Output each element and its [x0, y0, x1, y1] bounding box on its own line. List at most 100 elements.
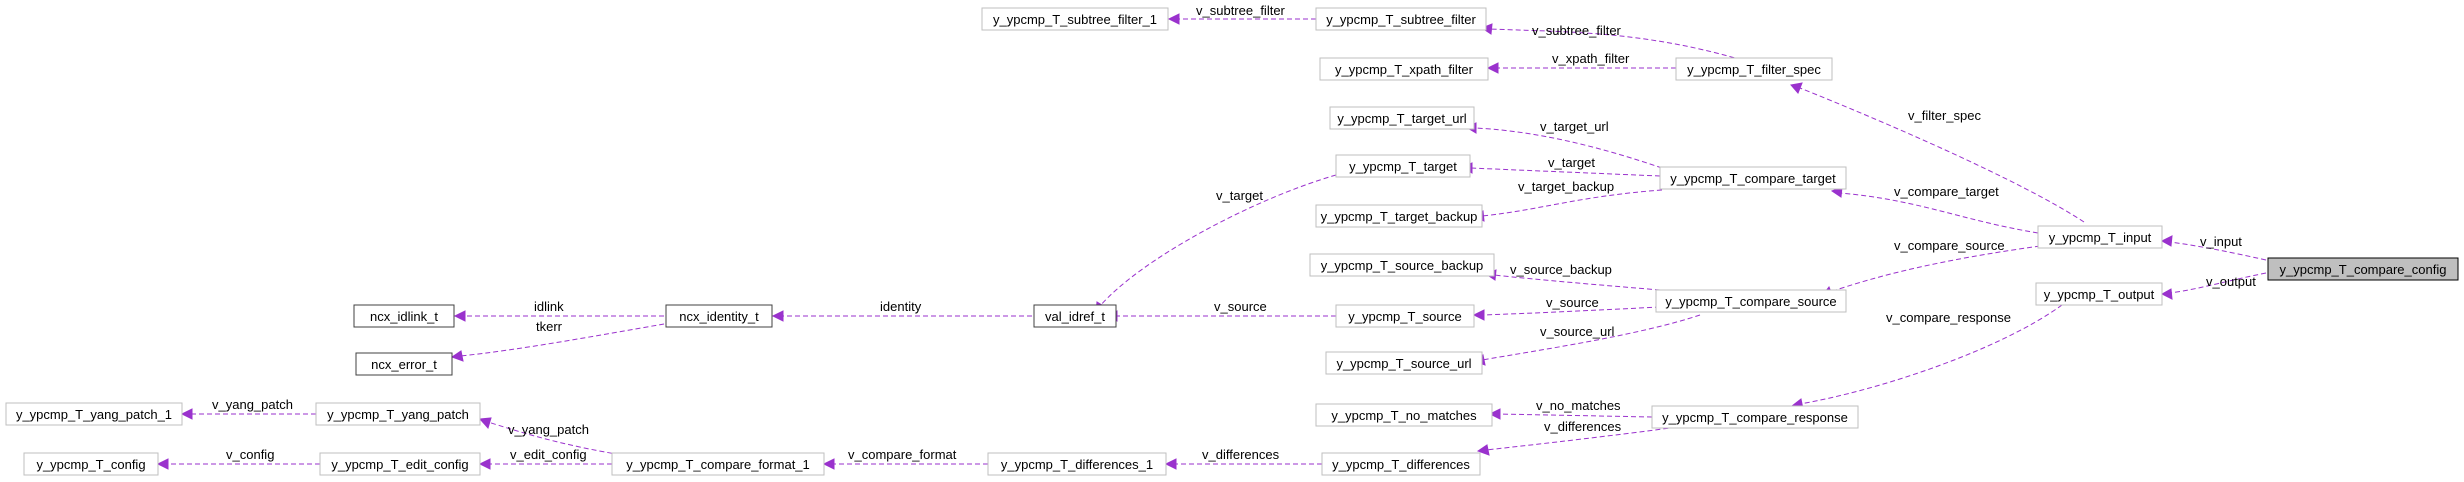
- node-config[interactable]: y_ypcmp_T_config: [23, 452, 159, 476]
- edge-v-yang-patch-format: v_yang_patch: [478, 417, 629, 457]
- edge-idlink: idlink: [453, 299, 664, 322]
- svg-text:v_subtree_filter: v_subtree_filter: [1532, 23, 1622, 38]
- svg-text:y_ypcmp_T_compare_config: y_ypcmp_T_compare_config: [2280, 262, 2447, 277]
- edge-v-compare-target: v_compare_target: [1830, 184, 2039, 234]
- svg-text:tkerr: tkerr: [536, 319, 563, 334]
- node-compare-source[interactable]: y_ypcmp_T_compare_source: [1655, 289, 1847, 313]
- svg-text:v_target_backup: v_target_backup: [1518, 179, 1614, 194]
- svg-text:v_yang_patch: v_yang_patch: [212, 397, 293, 412]
- svg-text:y_ypcmp_T_xpath_filter: y_ypcmp_T_xpath_filter: [1335, 62, 1474, 77]
- svg-text:y_ypcmp_T_source: y_ypcmp_T_source: [1348, 309, 1461, 324]
- node-xpath-filter[interactable]: y_ypcmp_T_xpath_filter: [1319, 57, 1489, 81]
- svg-text:y_ypcmp_T_differences: y_ypcmp_T_differences: [1332, 457, 1470, 472]
- node-edit-config[interactable]: y_ypcmp_T_edit_config: [319, 452, 481, 476]
- node-source-url[interactable]: y_ypcmp_T_source_url: [1325, 351, 1483, 375]
- svg-text:v_target: v_target: [1216, 188, 1263, 203]
- svg-text:v_yang_patch: v_yang_patch: [508, 422, 589, 437]
- edge-v-compare-format: v_compare_format: [822, 447, 988, 470]
- svg-text:y_ypcmp_T_output: y_ypcmp_T_output: [2044, 287, 2155, 302]
- edge-v-yang-patch-1: v_yang_patch: [180, 397, 316, 420]
- node-target[interactable]: y_ypcmp_T_target: [1335, 154, 1471, 178]
- svg-text:v_compare_response: v_compare_response: [1886, 310, 2011, 325]
- node-compare-response[interactable]: y_ypcmp_T_compare_response: [1651, 405, 1859, 429]
- node-yang-patch[interactable]: y_ypcmp_T_yang_patch: [315, 402, 481, 426]
- edge-v-source-backup: v_source_backup: [1484, 262, 1661, 291]
- edge-v-target-backup: v_target_backup: [1472, 179, 1663, 222]
- edge-v-source-val-idref: v_source: [1105, 299, 1336, 322]
- svg-text:v_output: v_output: [2206, 274, 2256, 289]
- node-filter-spec[interactable]: y_ypcmp_T_filter_spec: [1675, 57, 1833, 81]
- edge-v-differences: v_differences: [1164, 447, 1322, 470]
- svg-text:v_input: v_input: [2200, 234, 2242, 249]
- svg-text:v_differences: v_differences: [1544, 419, 1622, 434]
- node-yang-patch-1[interactable]: y_ypcmp_T_yang_patch_1: [5, 402, 183, 426]
- edge-v-no-matches: v_no_matches: [1488, 398, 1653, 420]
- node-val-idref[interactable]: val_idref_t: [1033, 304, 1117, 328]
- svg-text:y_ypcmp_T_edit_config: y_ypcmp_T_edit_config: [331, 457, 468, 472]
- svg-text:ncx_identity_t: ncx_identity_t: [679, 309, 759, 324]
- node-differences[interactable]: y_ypcmp_T_differences: [1321, 452, 1481, 476]
- node-subtree-filter[interactable]: y_ypcmp_T_subtree_filter: [1315, 7, 1487, 31]
- svg-text:v_xpath_filter: v_xpath_filter: [1552, 51, 1630, 66]
- svg-text:v_source_backup: v_source_backup: [1510, 262, 1612, 277]
- svg-text:v_source_url: v_source_url: [1540, 324, 1615, 339]
- svg-text:v_no_matches: v_no_matches: [1536, 398, 1621, 413]
- svg-text:v_differences: v_differences: [1202, 447, 1280, 462]
- node-ncx-idlink[interactable]: ncx_idlink_t: [353, 304, 455, 328]
- node-source-backup[interactable]: y_ypcmp_T_source_backup: [1309, 253, 1495, 277]
- svg-text:v_config: v_config: [226, 447, 274, 462]
- svg-text:v_target_url: v_target_url: [1540, 119, 1609, 134]
- edge-identity: identity: [771, 299, 1032, 322]
- svg-text:ncx_idlink_t: ncx_idlink_t: [370, 309, 438, 324]
- svg-text:v_source: v_source: [1214, 299, 1267, 314]
- node-compare-format-1[interactable]: y_ypcmp_T_compare_format_1: [611, 452, 825, 476]
- svg-text:y_ypcmp_T_target: y_ypcmp_T_target: [1349, 159, 1457, 174]
- svg-text:y_ypcmp_T_source_backup: y_ypcmp_T_source_backup: [1321, 258, 1484, 273]
- edge-v-source-url: v_source_url: [1472, 314, 1701, 366]
- svg-text:v_compare_source: v_compare_source: [1894, 238, 2005, 253]
- node-subtree-filter-1[interactable]: y_ypcmp_T_subtree_filter_1: [981, 7, 1169, 31]
- svg-text:v_source: v_source: [1546, 295, 1599, 310]
- edge-v-subtree-filter-spec: v_subtree_filter: [1480, 23, 1743, 61]
- svg-text:y_ypcmp_T_subtree_filter: y_ypcmp_T_subtree_filter: [1326, 12, 1476, 27]
- edge-v-config: v_config: [156, 447, 320, 470]
- svg-text:y_ypcmp_T_input: y_ypcmp_T_input: [2049, 230, 2152, 245]
- svg-text:y_ypcmp_T_compare_source: y_ypcmp_T_compare_source: [1665, 294, 1836, 309]
- svg-text:ncx_error_t: ncx_error_t: [371, 357, 437, 372]
- edge-v-target-val-idref: v_target: [1095, 174, 1337, 314]
- edge-v-output: v_output: [2160, 272, 2267, 300]
- node-target-url[interactable]: y_ypcmp_T_target_url: [1329, 106, 1475, 130]
- svg-text:y_ypcmp_T_yang_patch_1: y_ypcmp_T_yang_patch_1: [16, 407, 172, 422]
- svg-text:y_ypcmp_T_compare_response: y_ypcmp_T_compare_response: [1662, 410, 1848, 425]
- edge-v-source-compare: v_source: [1472, 295, 1661, 321]
- edge-v-differences-response: v_differences: [1476, 419, 1701, 456]
- node-no-matches[interactable]: y_ypcmp_T_no_matches: [1315, 403, 1493, 427]
- svg-text:y_ypcmp_T_no_matches: y_ypcmp_T_no_matches: [1331, 408, 1477, 423]
- node-output[interactable]: y_ypcmp_T_output: [2035, 282, 2163, 306]
- svg-text:v_filter_spec: v_filter_spec: [1908, 108, 1981, 123]
- svg-text:v_target: v_target: [1548, 155, 1595, 170]
- node-ncx-identity[interactable]: ncx_identity_t: [665, 304, 773, 328]
- node-compare-target[interactable]: y_ypcmp_T_compare_target: [1659, 166, 1847, 190]
- edge-v-xpath-filter: v_xpath_filter: [1486, 51, 1676, 74]
- svg-text:y_ypcmp_T_differences_1: y_ypcmp_T_differences_1: [1001, 457, 1153, 472]
- edge-v-subtree-filter-1: v_subtree_filter: [1167, 3, 1316, 25]
- node-compare-config[interactable]: y_ypcmp_T_compare_config: [2267, 257, 2459, 281]
- svg-text:y_ypcmp_T_target_url: y_ypcmp_T_target_url: [1337, 111, 1466, 126]
- node-differences-1[interactable]: y_ypcmp_T_differences_1: [987, 452, 1167, 476]
- svg-text:y_ypcmp_T_target_backup: y_ypcmp_T_target_backup: [1321, 209, 1478, 224]
- svg-text:v_edit_config: v_edit_config: [510, 447, 587, 462]
- svg-text:v_compare_target: v_compare_target: [1894, 184, 1999, 199]
- node-source[interactable]: y_ypcmp_T_source: [1335, 304, 1475, 328]
- node-input[interactable]: y_ypcmp_T_input: [2037, 225, 2163, 249]
- node-target-backup[interactable]: y_ypcmp_T_target_backup: [1315, 204, 1483, 228]
- edge-v-compare-source: v_compare_source: [1821, 238, 2041, 298]
- svg-text:val_idref_t: val_idref_t: [1045, 309, 1105, 324]
- svg-text:y_ypcmp_T_config: y_ypcmp_T_config: [36, 457, 145, 472]
- svg-text:v_compare_format: v_compare_format: [848, 447, 957, 462]
- node-ncx-error[interactable]: ncx_error_t: [355, 352, 453, 376]
- svg-text:y_ypcmp_T_compare_target: y_ypcmp_T_compare_target: [1670, 171, 1836, 186]
- svg-text:y_ypcmp_T_yang_patch: y_ypcmp_T_yang_patch: [327, 407, 469, 422]
- svg-text:identity: identity: [880, 299, 922, 314]
